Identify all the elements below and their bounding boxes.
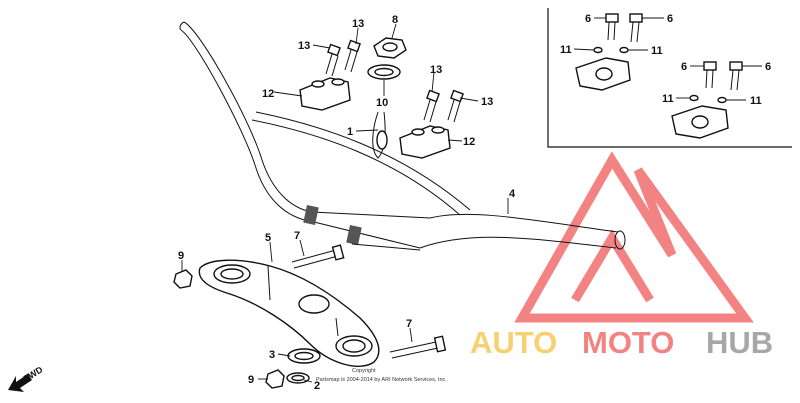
forward-indicator: FWD: [8, 364, 45, 392]
copyright-line2: Partsmap is 2004-2014 by ARI Network Ser…: [316, 377, 447, 383]
upper-holder-left: [299, 77, 351, 111]
callout-11: 11: [662, 93, 674, 105]
callout-13: 13: [352, 18, 364, 30]
callout-6: 6: [667, 13, 673, 25]
callout-9: 9: [178, 250, 184, 262]
nut-8: [373, 37, 407, 59]
arrow-left-down-icon: [8, 374, 32, 392]
callout-7: 7: [294, 230, 300, 242]
nut-9-lower: [265, 369, 285, 389]
washer-10: [367, 64, 401, 80]
callout-7: 7: [406, 318, 412, 330]
callout-13: 13: [298, 40, 310, 52]
callout-6: 6: [681, 61, 687, 73]
callout-12: 12: [463, 136, 475, 148]
watermark-triangle-icon: [514, 151, 754, 323]
callout-8: 8: [392, 14, 398, 26]
handlebar-grip-band: [303, 204, 319, 226]
leader-lines: [181, 17, 762, 383]
callout-3: 3: [269, 349, 275, 361]
callout-11: 11: [750, 95, 762, 107]
callout-9: 9: [248, 374, 254, 386]
inset-parts: [575, 13, 743, 139]
bolt-7-upper: [291, 244, 345, 269]
callout-13: 13: [430, 64, 442, 76]
watermark-word-moto: MOTO: [582, 325, 674, 360]
callout-10: 10: [376, 97, 388, 109]
watermark-word-auto: AUTO: [470, 325, 557, 360]
handlebar-grip-band: [346, 224, 362, 246]
callout-11: 11: [651, 45, 663, 57]
washer-3: [287, 348, 321, 364]
callout-12: 12: [262, 88, 274, 100]
watermark-word-hub: HUB: [706, 325, 773, 360]
callout-2: 2: [314, 380, 320, 392]
upper-holder-right: [399, 125, 451, 159]
callout-5: 5: [265, 232, 271, 244]
watermark-logo: AUTO MOTO HUB: [470, 151, 773, 360]
callout-6: 6: [585, 13, 591, 25]
fwd-label: FWD: [22, 364, 45, 384]
callouts: 13 13 8 12 10 13 13 1 12 4 5 7 9 7 3 9 2…: [178, 13, 771, 392]
bolt-7-lower: [389, 335, 447, 359]
copyright: Copyright Partsmap is 2004-2014 by ARI N…: [316, 368, 447, 383]
callout-13: 13: [481, 96, 493, 108]
inset-border: [547, 8, 792, 148]
copyright-line1: Copyright: [352, 368, 376, 374]
top-bridge: [198, 259, 380, 367]
bolts-13: [325, 39, 464, 123]
callout-6: 6: [765, 61, 771, 73]
clip-1: [372, 111, 388, 159]
callout-1: 1: [347, 126, 353, 138]
collar-2: [286, 372, 310, 384]
callout-4: 4: [509, 188, 516, 200]
callout-11: 11: [560, 44, 572, 56]
handlebar: [179, 21, 626, 251]
nut-9-upper: [173, 269, 193, 289]
